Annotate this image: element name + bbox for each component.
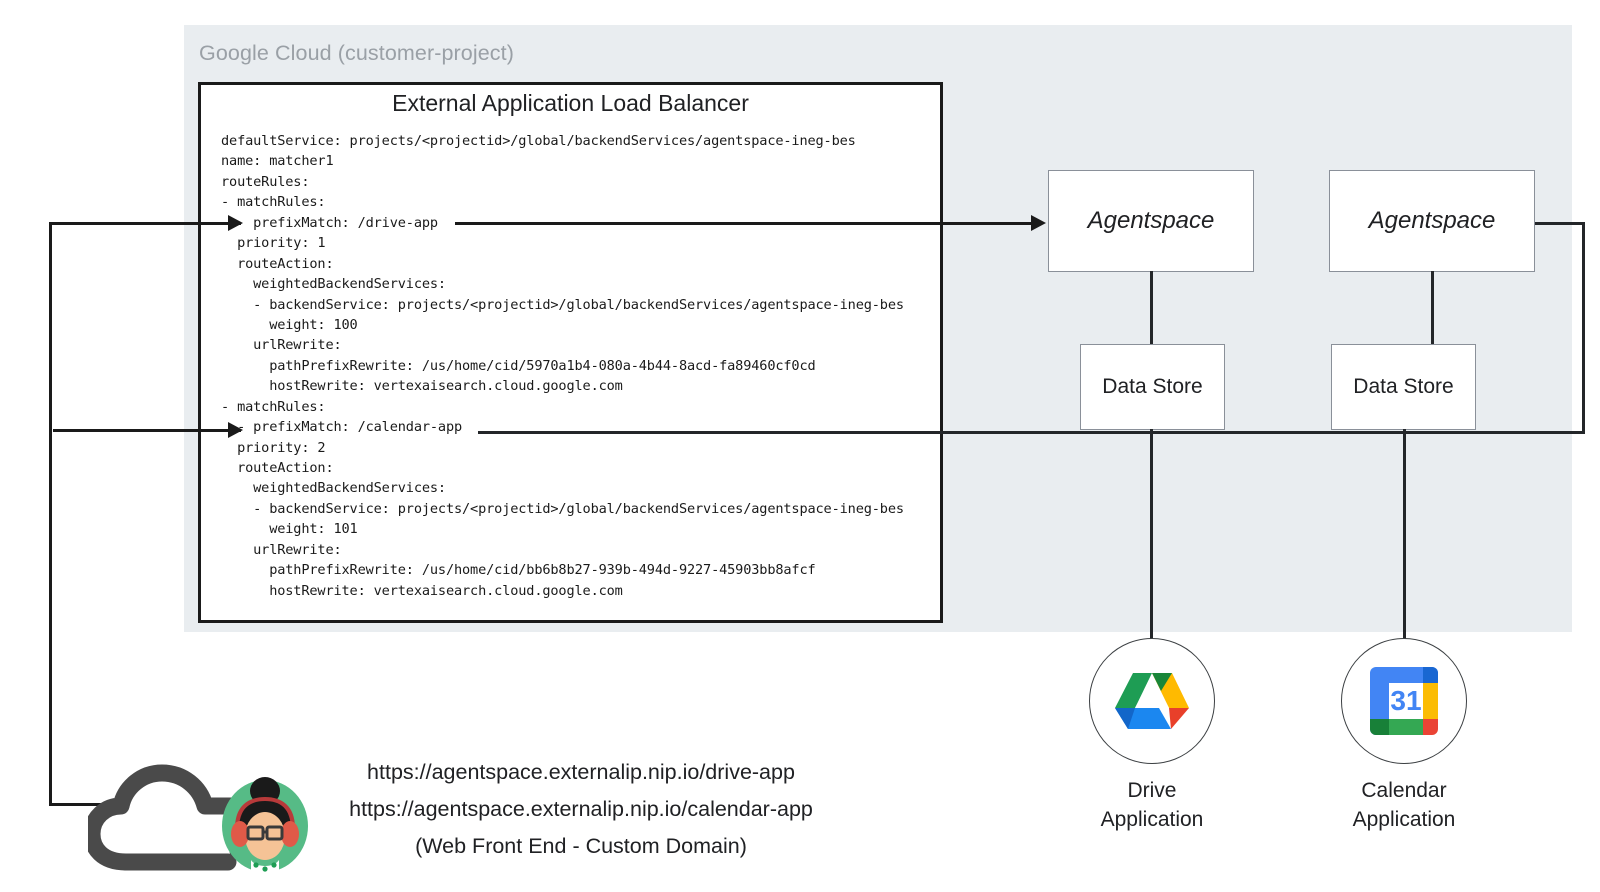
connector-drive-app-to-agentspace xyxy=(455,222,1033,225)
yaml-line-15: priority: 2 xyxy=(221,439,326,456)
connector-calendar-app-to-right-2 xyxy=(1582,222,1585,434)
connector-drive-app-in xyxy=(49,222,241,225)
arrow-calendar-app-in xyxy=(228,422,243,438)
connector-datastore-right-to-calendar-app xyxy=(1403,429,1406,642)
google-calendar-icon: 31 xyxy=(1368,665,1440,737)
yaml-line-21: pathPrefixRewrite: /us/home/cid/bb6b8b27… xyxy=(221,562,816,579)
yaml-line-12: hostRewrite: vertexaisearch.cloud.google… xyxy=(221,378,623,395)
connector-calendar-app-in xyxy=(53,429,241,432)
yaml-line-10: urlRewrite: xyxy=(221,337,342,354)
connector-calendar-app-to-right-3 xyxy=(1518,222,1585,225)
yaml-line-22: hostRewrite: vertexaisearch.cloud.google… xyxy=(221,582,623,599)
connector-ingress-bottom xyxy=(49,803,101,806)
drive-application-circle[interactable] xyxy=(1089,638,1215,764)
yaml-line-13: - matchRules: xyxy=(221,398,326,415)
arrow-agentspace-left-in xyxy=(1031,215,1046,231)
agentspace-right-label: Agentspace xyxy=(1368,207,1496,234)
web-front-end-group[interactable] xyxy=(83,756,313,872)
yaml-line-17: weightedBackendServices: xyxy=(221,480,446,497)
load-balancer-title: External Application Load Balancer xyxy=(392,90,749,116)
url-drive-app[interactable]: https://agentspace.externalip.nip.io/dri… xyxy=(367,760,795,784)
yaml-line-4: prefixMatch: /drive-app xyxy=(221,214,438,231)
yaml-line-18: - backendService: projects/<projectid>/g… xyxy=(221,500,904,517)
url-calendar-app[interactable]: https://agentspace.externalip.nip.io/cal… xyxy=(349,797,813,821)
connector-agentspace-left-to-datastore xyxy=(1150,271,1153,346)
front-end-url-block: https://agentspace.externalip.nip.io/dri… xyxy=(316,754,846,865)
calendar-application-label-line1: Calendar xyxy=(1361,779,1447,802)
drive-application-label-line2: Application xyxy=(1100,808,1204,831)
load-balancer-yaml-config: defaultService: projects/<projectid>/glo… xyxy=(221,131,933,601)
arrow-drive-app-in xyxy=(228,215,243,231)
yaml-line-19: weight: 101 xyxy=(221,521,358,538)
data-store-box-left[interactable]: Data Store xyxy=(1080,344,1225,430)
drive-application-label-line1: Drive xyxy=(1127,779,1177,802)
front-end-caption: (Web Front End - Custom Domain) xyxy=(415,834,747,858)
google-drive-icon xyxy=(1115,673,1189,729)
calendar-day-number: 31 xyxy=(1390,685,1421,716)
data-store-box-right[interactable]: Data Store xyxy=(1331,344,1476,430)
yaml-line-5: priority: 1 xyxy=(221,235,326,252)
yaml-line-2: routeRules: xyxy=(221,173,310,190)
yaml-line-8: - backendService: projects/<projectid>/g… xyxy=(221,296,904,313)
calendar-application-circle[interactable]: 31 xyxy=(1341,638,1467,764)
yaml-line-3: - matchRules: xyxy=(221,194,326,211)
connector-ingress-vertical xyxy=(49,222,52,806)
data-store-left-label: Data Store xyxy=(1102,375,1203,398)
google-calendar-icon-svg: 31 xyxy=(1370,667,1438,735)
external-application-load-balancer-box xyxy=(198,82,943,623)
user-avatar-icon xyxy=(222,777,308,872)
agentspace-box-left[interactable]: Agentspace xyxy=(1048,170,1254,272)
google-cloud-panel-label: Google Cloud (customer-project) xyxy=(199,41,514,65)
connector-datastore-left-to-drive-app xyxy=(1150,429,1153,642)
yaml-line-14: - prefixMatch: /calendar-app xyxy=(221,419,463,436)
yaml-line-0: defaultService: projects/<projectid>/glo… xyxy=(221,133,856,149)
yaml-line-20: urlRewrite: xyxy=(221,541,342,558)
connector-agentspace-right-to-datastore xyxy=(1431,271,1434,346)
yaml-line-9: weight: 100 xyxy=(221,316,358,333)
data-store-right-label: Data Store xyxy=(1353,375,1454,398)
agentspace-box-right[interactable]: Agentspace xyxy=(1329,170,1535,272)
agentspace-left-label: Agentspace xyxy=(1087,207,1215,234)
drive-application-label: Drive Application xyxy=(1042,776,1262,834)
yaml-line-16: routeAction: xyxy=(221,460,334,476)
yaml-line-11: pathPrefixRewrite: /us/home/cid/5970a1b4… xyxy=(221,357,816,374)
yaml-line-7: weightedBackendServices: xyxy=(221,276,446,293)
yaml-line-1: name: matcher1 xyxy=(221,153,334,170)
connector-calendar-app-to-right-1 xyxy=(478,431,1585,434)
yaml-line-6: routeAction: xyxy=(221,255,334,272)
calendar-application-label: Calendar Application xyxy=(1294,776,1514,834)
calendar-application-label-line2: Application xyxy=(1352,808,1456,831)
